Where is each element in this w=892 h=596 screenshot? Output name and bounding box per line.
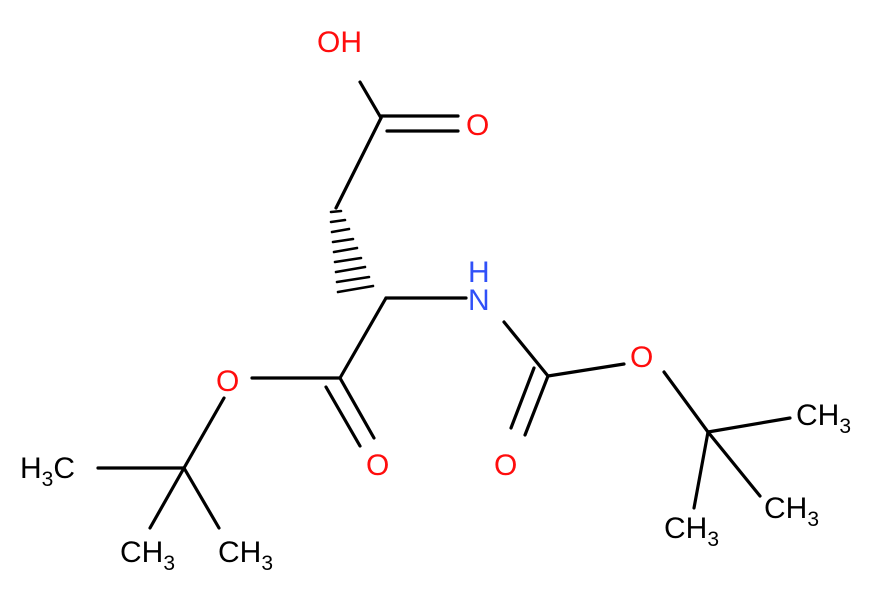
atom-nh-h: H xyxy=(468,256,490,289)
bond-cq-left-methyl-bottom-left xyxy=(148,466,186,530)
atom-methyl-bottom-left: CH3 xyxy=(120,536,175,575)
bond-ccarbamate-o-double-a xyxy=(523,374,550,437)
bond-cq-right-methyl-bottom xyxy=(692,430,710,510)
bond-cq-right-methyl-top xyxy=(706,416,792,434)
hashed-wedge-bond xyxy=(329,209,375,294)
atom-carbamate-carbonyl-o: O xyxy=(494,449,517,482)
bond-ccarbamate-oether xyxy=(546,362,626,378)
bond-n-ccarbamate xyxy=(502,320,550,378)
bond-cester-o-double-a xyxy=(338,376,376,440)
bond-cq-left-methyl-bottom-right xyxy=(182,466,221,530)
bond-cq-right-methyl-right xyxy=(706,430,762,498)
atom-ester-carbonyl-o: O xyxy=(366,449,389,482)
atom-n: N xyxy=(468,284,490,317)
bond-oether-cq-right xyxy=(662,370,710,434)
bonds xyxy=(96,80,792,530)
bond-c-oh xyxy=(358,80,383,120)
atom-methyl-right-mid: CH3 xyxy=(764,492,819,531)
atom-acid-carbonyl-o: O xyxy=(466,109,489,142)
bond-ccarbamate-o-double-b xyxy=(509,366,536,430)
bond-cester-o-double-b xyxy=(324,385,362,448)
atom-methyl-right-top: CH3 xyxy=(796,399,851,438)
bond-oether-cq-left xyxy=(182,396,226,470)
atom-methyl-left: H3C xyxy=(20,452,75,491)
atom-oh: OH xyxy=(317,26,362,59)
atom-methyl-right-bottom: CH3 xyxy=(664,512,719,551)
bond-cooh-ch2 xyxy=(334,116,383,210)
atom-carbamate-o-ether: O xyxy=(630,341,653,374)
atom-methyl-bottom-mid: CH3 xyxy=(218,536,273,575)
bond-calpha-cester xyxy=(338,296,388,380)
atom-ester-o-ether: O xyxy=(216,365,239,398)
